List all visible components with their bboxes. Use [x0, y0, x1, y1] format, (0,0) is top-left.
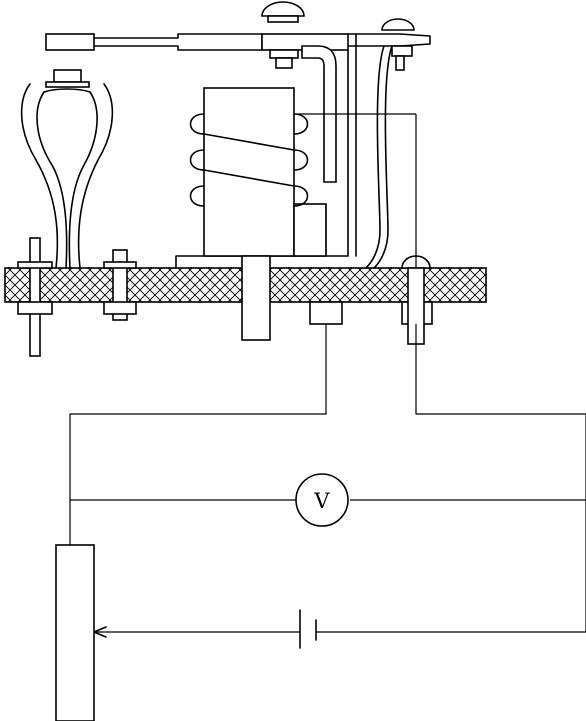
voltmeter: V	[295, 473, 349, 527]
contact-spring	[365, 45, 393, 269]
rheostat	[55, 544, 95, 721]
contact-bar	[301, 45, 337, 183]
voltmeter-label: V	[313, 489, 330, 513]
left-spring-clamp	[17, 69, 137, 357]
armature-screw	[261, 1, 305, 69]
battery	[299, 609, 317, 649]
terminal-screw	[401, 255, 431, 345]
contact-screw	[381, 18, 415, 71]
external-circuit	[69, 114, 586, 638]
armature-plate	[45, 33, 431, 51]
